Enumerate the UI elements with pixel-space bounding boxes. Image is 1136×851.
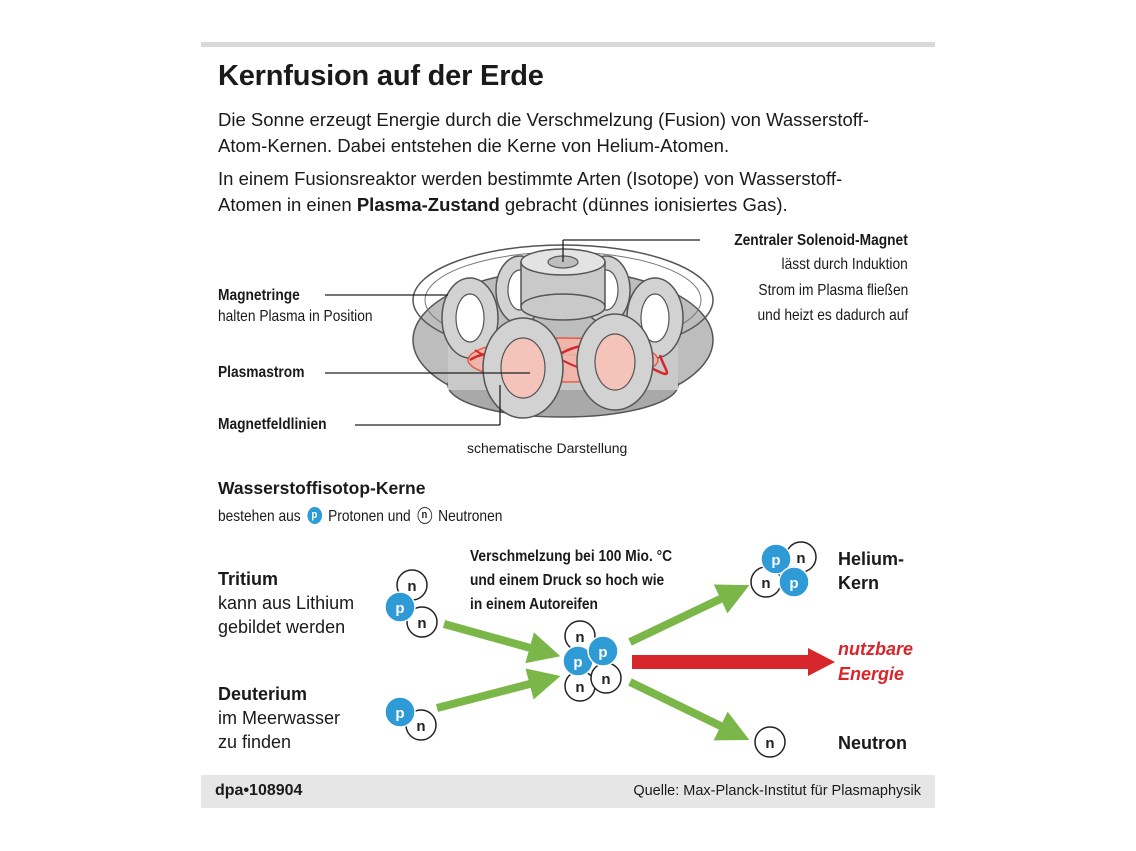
- deuterium-title: Deuterium: [218, 684, 308, 704]
- agency-id: dpa•108904: [215, 782, 303, 799]
- neutron-legend-icon: n: [417, 507, 432, 525]
- tritium-title: Tritium: [218, 569, 279, 589]
- magnetfeldlinien-label: Magnetfeldlinien: [218, 416, 327, 433]
- fusion-conditions: Verschmelzung bei 100 Mio. °C und einem …: [470, 545, 672, 617]
- magnet-ring-front-right-hole: [594, 333, 636, 391]
- intro-p2-pre: Atomen in einen: [218, 194, 357, 215]
- fusion-line2: und einem Druck so hoch wie: [470, 572, 665, 589]
- tokamak-illustration: [412, 244, 714, 419]
- magnet-ring-back-right-hole: [640, 293, 670, 343]
- solenoid-line1: lässt durch Induktion: [781, 256, 908, 273]
- legend-pre: bestehen aus: [218, 508, 301, 525]
- legend-protons: Protonen und: [328, 508, 411, 525]
- intro-p2-line1: In einem Fusionsreaktor werden bestimmte…: [218, 168, 843, 189]
- fusion-line1: Verschmelzung bei 100 Mio. °C: [470, 548, 673, 565]
- intro-p1-line1: Die Sonne erzeugt Energie durch die Vers…: [218, 109, 869, 130]
- magnet-ring-front-left-hole: [500, 337, 546, 399]
- tritium-line1: kann aus Lithium: [218, 593, 355, 613]
- intro-p2-post: gebracht (dünnes ionisiertes Gas).: [499, 194, 788, 215]
- intro-paragraph-2: In einem Fusionsreaktor werden bestimmte…: [218, 166, 918, 218]
- proton-legend-icon: p: [307, 507, 322, 525]
- top-rule: [201, 42, 935, 47]
- intro-p2-line2: Atomen in einen Plasma-Zustand gebracht …: [218, 192, 918, 218]
- intro-p1-line2: Atom-Kernen. Dabei entstehen die Kerne v…: [218, 135, 730, 156]
- tritium-line2: gebildet werden: [218, 617, 346, 637]
- leader-lines: [325, 239, 700, 426]
- legend-neutrons: Neutronen: [438, 508, 503, 525]
- isotopes-heading: Wasserstoffisotop-Kerne: [218, 478, 426, 498]
- magnetringe-desc: halten Plasma in Position: [218, 308, 373, 325]
- source-credit: Quelle: Max-Planck-Institut für Plasmaph…: [633, 783, 921, 799]
- magnetringe-title: Magnetringe: [218, 287, 300, 304]
- helium-line1: Helium-: [838, 549, 905, 569]
- diagram-caption: schematische Darstellung: [467, 440, 628, 456]
- energy-line2: Energie: [838, 664, 905, 684]
- deuterium-line2: zu finden: [218, 732, 292, 752]
- energy-line1: nutzbare: [838, 639, 914, 659]
- isotopes-legend: bestehen aus p Protonen und n Neutronen: [218, 506, 502, 528]
- deuterium-line1: im Meerwasser: [218, 708, 341, 728]
- solenoid-line3: und heizt es dadurch auf: [757, 307, 908, 324]
- fusion-line3: in einem Autoreifen: [470, 596, 598, 613]
- solenoid-bottom: [520, 293, 606, 321]
- plasmastrom-label: Plasmastrom: [218, 364, 305, 381]
- solenoid-line2: Strom im Plasma fließen: [758, 282, 908, 299]
- intro-paragraph-1: Die Sonne erzeugt Energie durch die Vers…: [218, 107, 918, 159]
- solenoid-title: Zentraler Solenoid-Magnet: [734, 232, 908, 249]
- page-title: Kernfusion auf der Erde: [218, 60, 544, 92]
- magnet-ring-back-left-hole: [455, 293, 485, 343]
- footer-bar: dpa•108904 Quelle: Max-Planck-Institut f…: [201, 775, 935, 808]
- helium-line2: Kern: [838, 573, 880, 593]
- intro-p2-bold: Plasma-Zustand: [356, 194, 500, 215]
- neutron-label: Neutron: [838, 733, 907, 753]
